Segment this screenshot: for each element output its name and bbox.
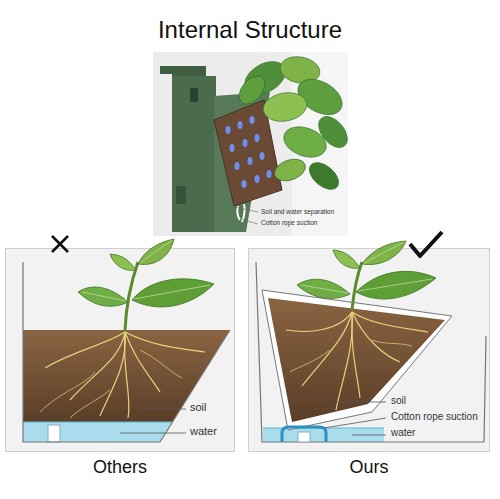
leader-line — [234, 207, 258, 224]
root — [286, 312, 352, 331]
leaf — [333, 250, 360, 268]
pothos-leaves — [234, 54, 353, 195]
cross-mark — [52, 236, 68, 252]
dot — [255, 175, 260, 183]
panel-caption: Others — [5, 456, 235, 479]
dot — [226, 126, 231, 134]
panel-caption: Ours — [248, 456, 490, 479]
root — [70, 390, 110, 418]
dot — [255, 134, 260, 142]
comparison-panel: soilwaterOthers — [5, 248, 235, 452]
root — [372, 340, 412, 346]
root — [125, 332, 205, 352]
leaf — [305, 157, 344, 194]
dot — [243, 139, 248, 147]
root — [290, 350, 330, 372]
dot — [248, 157, 253, 165]
leaf — [272, 155, 309, 185]
planter-back — [172, 76, 216, 232]
part-label: water — [390, 427, 416, 440]
root — [352, 312, 400, 362]
root — [125, 332, 160, 392]
part-label: Cotton rope suction — [390, 411, 479, 424]
part-label: Soil and water separation — [261, 208, 334, 216]
root — [140, 350, 182, 378]
dot — [250, 116, 255, 124]
leaf — [261, 89, 309, 124]
leaves — [78, 239, 214, 307]
root — [45, 332, 125, 368]
root — [100, 332, 125, 416]
leaf — [78, 287, 128, 306]
dot — [267, 170, 272, 178]
photo-background — [153, 52, 348, 236]
stem — [352, 262, 362, 310]
water-dots — [226, 116, 272, 188]
leaf-vein — [82, 240, 210, 301]
leader-line — [324, 402, 386, 435]
photo-panel: Soil and water separationCotton rope suc… — [153, 52, 348, 236]
comparison-panel: soilCotton rope suctionwaterOurs — [248, 248, 490, 452]
support-block — [48, 425, 60, 442]
container-outline — [23, 262, 230, 442]
dot — [260, 152, 265, 160]
root — [352, 312, 360, 398]
leaf — [356, 271, 436, 299]
root — [336, 312, 352, 410]
part-label: soil — [190, 401, 207, 415]
soil — [23, 330, 230, 422]
root — [352, 312, 428, 332]
cotton-rope — [282, 427, 326, 442]
leader-line — [120, 409, 186, 433]
title: Internal Structure — [0, 16, 500, 44]
roots — [286, 312, 428, 410]
part-label: water — [190, 425, 217, 439]
panel-background — [6, 249, 235, 452]
panel-background — [249, 249, 490, 452]
dot — [238, 121, 243, 129]
root — [124, 332, 129, 418]
support-block — [298, 432, 310, 442]
roots — [40, 332, 205, 418]
dot — [230, 144, 235, 152]
pot-shell — [262, 290, 452, 430]
planter-hole — [176, 186, 186, 204]
planter-hole — [190, 88, 198, 102]
soil — [268, 298, 445, 422]
water-surface — [23, 422, 173, 423]
leaf — [132, 279, 214, 307]
part-label: Cotton rope suction — [261, 219, 317, 227]
check-mark — [410, 232, 442, 256]
leaf — [280, 121, 331, 162]
leaf — [110, 254, 136, 270]
dot — [242, 180, 247, 188]
dot — [235, 162, 240, 170]
part-label: soil — [390, 395, 407, 408]
leaf — [234, 71, 270, 108]
water — [23, 422, 173, 442]
root — [70, 332, 125, 400]
